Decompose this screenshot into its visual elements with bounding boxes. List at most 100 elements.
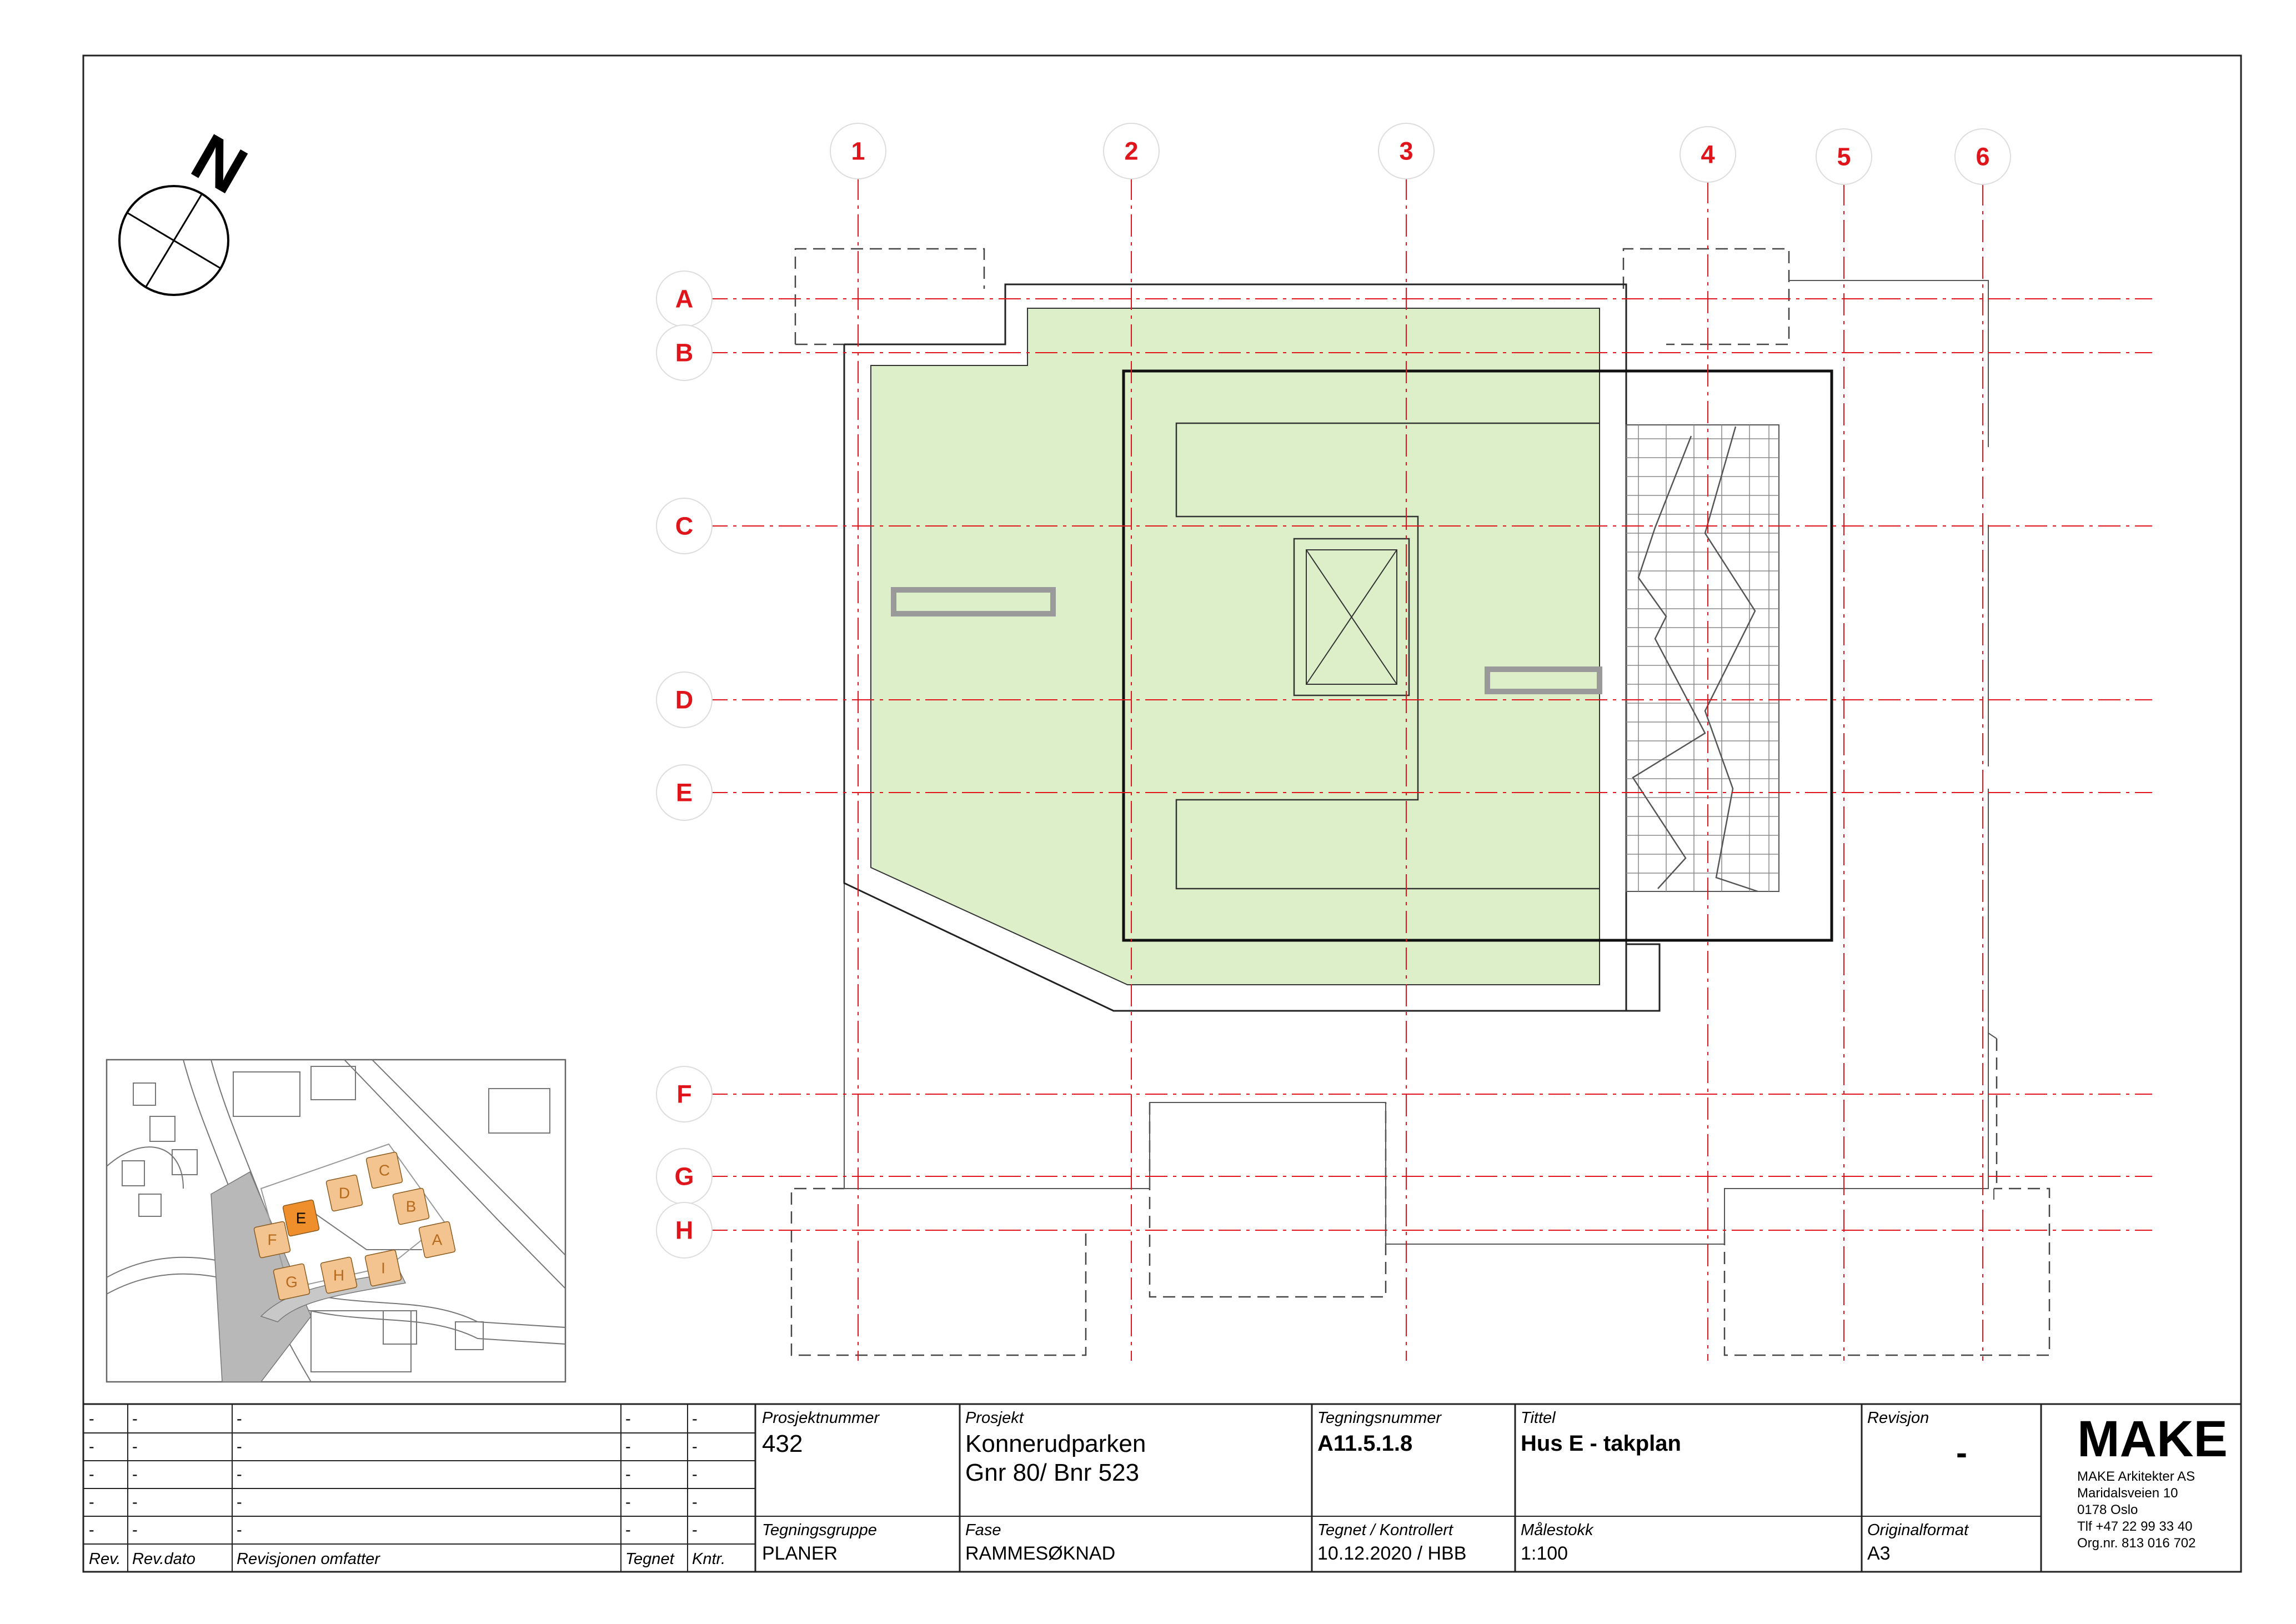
rev-cell: - xyxy=(89,1410,94,1428)
rev-cell: - xyxy=(89,1438,94,1456)
tegningsgruppe-label: Tegningsgruppe xyxy=(762,1521,877,1539)
grid-row-label-D: D xyxy=(675,686,694,714)
rev-cell: - xyxy=(692,1493,698,1511)
site-building-label-I: I xyxy=(381,1260,385,1277)
company-city: 0178 Oslo xyxy=(2077,1502,2138,1517)
site-building-D xyxy=(325,1174,363,1212)
rev-cell: - xyxy=(132,1493,138,1511)
site-building-F xyxy=(253,1221,291,1259)
grid-row-bubble-F xyxy=(656,1066,713,1122)
rev-cell: - xyxy=(89,1521,94,1539)
prosjektnummer-value: 432 xyxy=(762,1430,803,1457)
rev-cell: - xyxy=(692,1521,698,1539)
rev-cell: - xyxy=(237,1521,242,1539)
rev-cell: - xyxy=(692,1410,698,1428)
rev-cell: - xyxy=(237,1466,242,1483)
prosjekt-gnr: Gnr 80/ Bnr 523 xyxy=(965,1459,1139,1486)
site-building-B xyxy=(392,1187,430,1225)
grid-row-label-F: F xyxy=(676,1080,692,1109)
grid-col-label-1: 1 xyxy=(851,137,865,166)
site-building-G xyxy=(273,1263,310,1301)
grid-col-bubble-4 xyxy=(1680,126,1736,183)
grid-col-label-3: 3 xyxy=(1399,137,1413,166)
grid-row-label-A: A xyxy=(675,285,694,313)
grid-col-label-6: 6 xyxy=(1976,143,1989,171)
tittel-label: Tittel xyxy=(1521,1409,1556,1427)
site-building-label-C: C xyxy=(379,1162,390,1179)
tegningsgruppe-value: PLANER xyxy=(762,1543,838,1564)
skylight xyxy=(1293,538,1410,696)
grid-col-bubble-1 xyxy=(830,123,886,179)
rev-header-rev: Rev. xyxy=(89,1550,121,1568)
site-building-E xyxy=(282,1199,320,1237)
rev-cell: - xyxy=(625,1493,631,1511)
fase-value: RAMMESØKNAD xyxy=(965,1543,1115,1564)
tittel-value: Hus E - takplan xyxy=(1521,1431,1681,1456)
rev-cell: - xyxy=(132,1521,138,1539)
rev-cell: - xyxy=(237,1493,242,1511)
rev-cell: - xyxy=(237,1410,242,1428)
revision-headers: Rev. Rev.dato Revisjonen omfatter Tegnet… xyxy=(89,1550,725,1568)
rev-header-checked: Kntr. xyxy=(692,1550,725,1568)
north-label: N xyxy=(180,119,259,208)
title-block-fields: Prosjektnummer 432 Prosjekt Konnerudpark… xyxy=(762,1409,1969,1564)
site-road-area xyxy=(210,1171,312,1382)
grid-row-label-C: C xyxy=(675,512,694,540)
prosjekt-label: Prosjekt xyxy=(965,1409,1025,1427)
site-building-label-F: F xyxy=(267,1231,277,1249)
company-block: MAKE MAKE Arkitekter AS Maridalsveien 10… xyxy=(2077,1411,2228,1551)
title-block xyxy=(83,1403,2241,1572)
grid-row-bubble-D xyxy=(656,671,713,728)
roof-vent-east xyxy=(1485,666,1602,694)
grid-col-bubble-5 xyxy=(1816,128,1872,185)
malestokk-label: Målestokk xyxy=(1521,1521,1594,1539)
make-logo: MAKE xyxy=(2077,1411,2228,1467)
grid-row-bubble-E xyxy=(656,764,713,821)
site-building-C xyxy=(365,1151,403,1189)
grid-row-label-H: H xyxy=(675,1216,694,1245)
tegningsnummer-label: Tegningsnummer xyxy=(1317,1409,1442,1427)
prosjekt-name: Konnerudparken xyxy=(965,1430,1146,1457)
grid-row-label-E: E xyxy=(676,779,693,807)
grid-row-label-B: B xyxy=(675,339,694,367)
rev-cell: - xyxy=(237,1438,242,1456)
grid-col-label-5: 5 xyxy=(1837,143,1851,171)
company-name: MAKE Arkitekter AS xyxy=(2077,1469,2195,1484)
upper-roof-box xyxy=(1122,369,1833,942)
north-arrow: N xyxy=(118,119,259,296)
grid-col-bubble-2 xyxy=(1103,123,1160,179)
rev-cell: - xyxy=(625,1466,631,1483)
company-street: Maridalsveien 10 xyxy=(2077,1486,2178,1501)
rev-cell: - xyxy=(89,1466,94,1483)
site-building-label-E: E xyxy=(296,1210,307,1227)
pergola xyxy=(1626,424,1779,893)
grid-row-bubble-C xyxy=(656,498,713,554)
grid-col-label-2: 2 xyxy=(1124,137,1138,166)
rev-cell: - xyxy=(625,1410,631,1428)
site-building-I xyxy=(364,1249,402,1287)
rev-cell: - xyxy=(692,1466,698,1483)
site-building-label-A: A xyxy=(432,1231,443,1249)
tegningsnummer-value: A11.5.1.8 xyxy=(1317,1431,1412,1456)
revisjon-label: Revisjon xyxy=(1867,1409,1929,1427)
rev-header-date: Rev.dato xyxy=(132,1550,195,1568)
parapet xyxy=(1175,422,1600,890)
rev-cell: - xyxy=(625,1521,631,1539)
site-building-label-H: H xyxy=(333,1267,344,1284)
tegnet-label: Tegnet / Kontrollert xyxy=(1317,1521,1454,1539)
rev-cell: - xyxy=(692,1438,698,1456)
rev-cell: - xyxy=(132,1410,138,1428)
grid-col-bubble-3 xyxy=(1378,123,1435,179)
tegnet-value: 10.12.2020 / HBB xyxy=(1317,1543,1466,1564)
grid-col-bubble-6 xyxy=(1954,128,2011,185)
site-building-label-G: G xyxy=(285,1274,298,1291)
rev-cell: - xyxy=(89,1493,94,1511)
grid-col-label-4: 4 xyxy=(1701,141,1715,169)
revision-table: ------------------------- xyxy=(89,1410,698,1539)
site-building-label-B: B xyxy=(406,1198,417,1215)
prosjektnummer-label: Prosjektnummer xyxy=(762,1409,880,1427)
rev-cell: - xyxy=(132,1438,138,1456)
site-building-H xyxy=(320,1256,358,1294)
